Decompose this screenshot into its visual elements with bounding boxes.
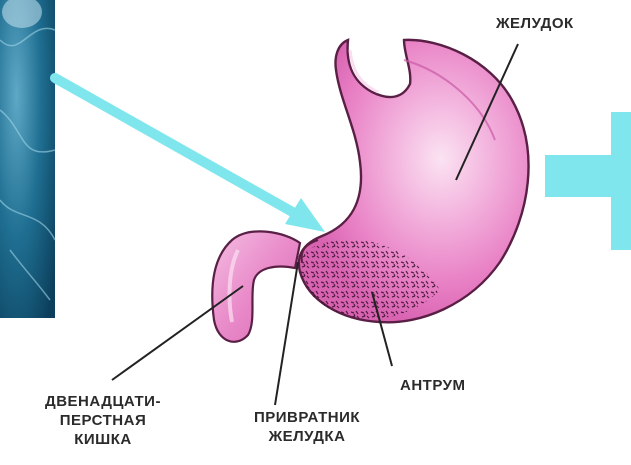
leader-pylorus	[275, 262, 298, 405]
label-stomach-text: ЖЕЛУДОК	[496, 14, 574, 33]
label-duodenum: ДВЕНАДЦАТИ- ПЕРСТНАЯ КИШКА	[8, 392, 198, 449]
label-pylorus: ПРИВРАТНИК ЖЕЛУДКА	[222, 408, 392, 446]
cyan-arrow-right-icon	[545, 112, 631, 250]
cyan-arrow-icon	[55, 78, 325, 232]
label-pylorus-line-2: ЖЕЛУДКА	[222, 427, 392, 446]
label-duodenum-line-3: КИШКА	[8, 430, 198, 449]
label-duodenum-line-1: ДВЕНАДЦАТИ-	[8, 392, 198, 411]
label-duodenum-line-2: ПЕРСТНАЯ	[8, 411, 198, 430]
label-stomach: ЖЕЛУДОК	[496, 14, 574, 33]
label-antrum-text: АНТРУМ	[400, 376, 465, 395]
label-pylorus-line-1: ПРИВРАТНИК	[222, 408, 392, 427]
label-antrum: АНТРУМ	[400, 376, 465, 395]
stomach	[299, 40, 529, 322]
endoscope-image	[0, 0, 55, 318]
